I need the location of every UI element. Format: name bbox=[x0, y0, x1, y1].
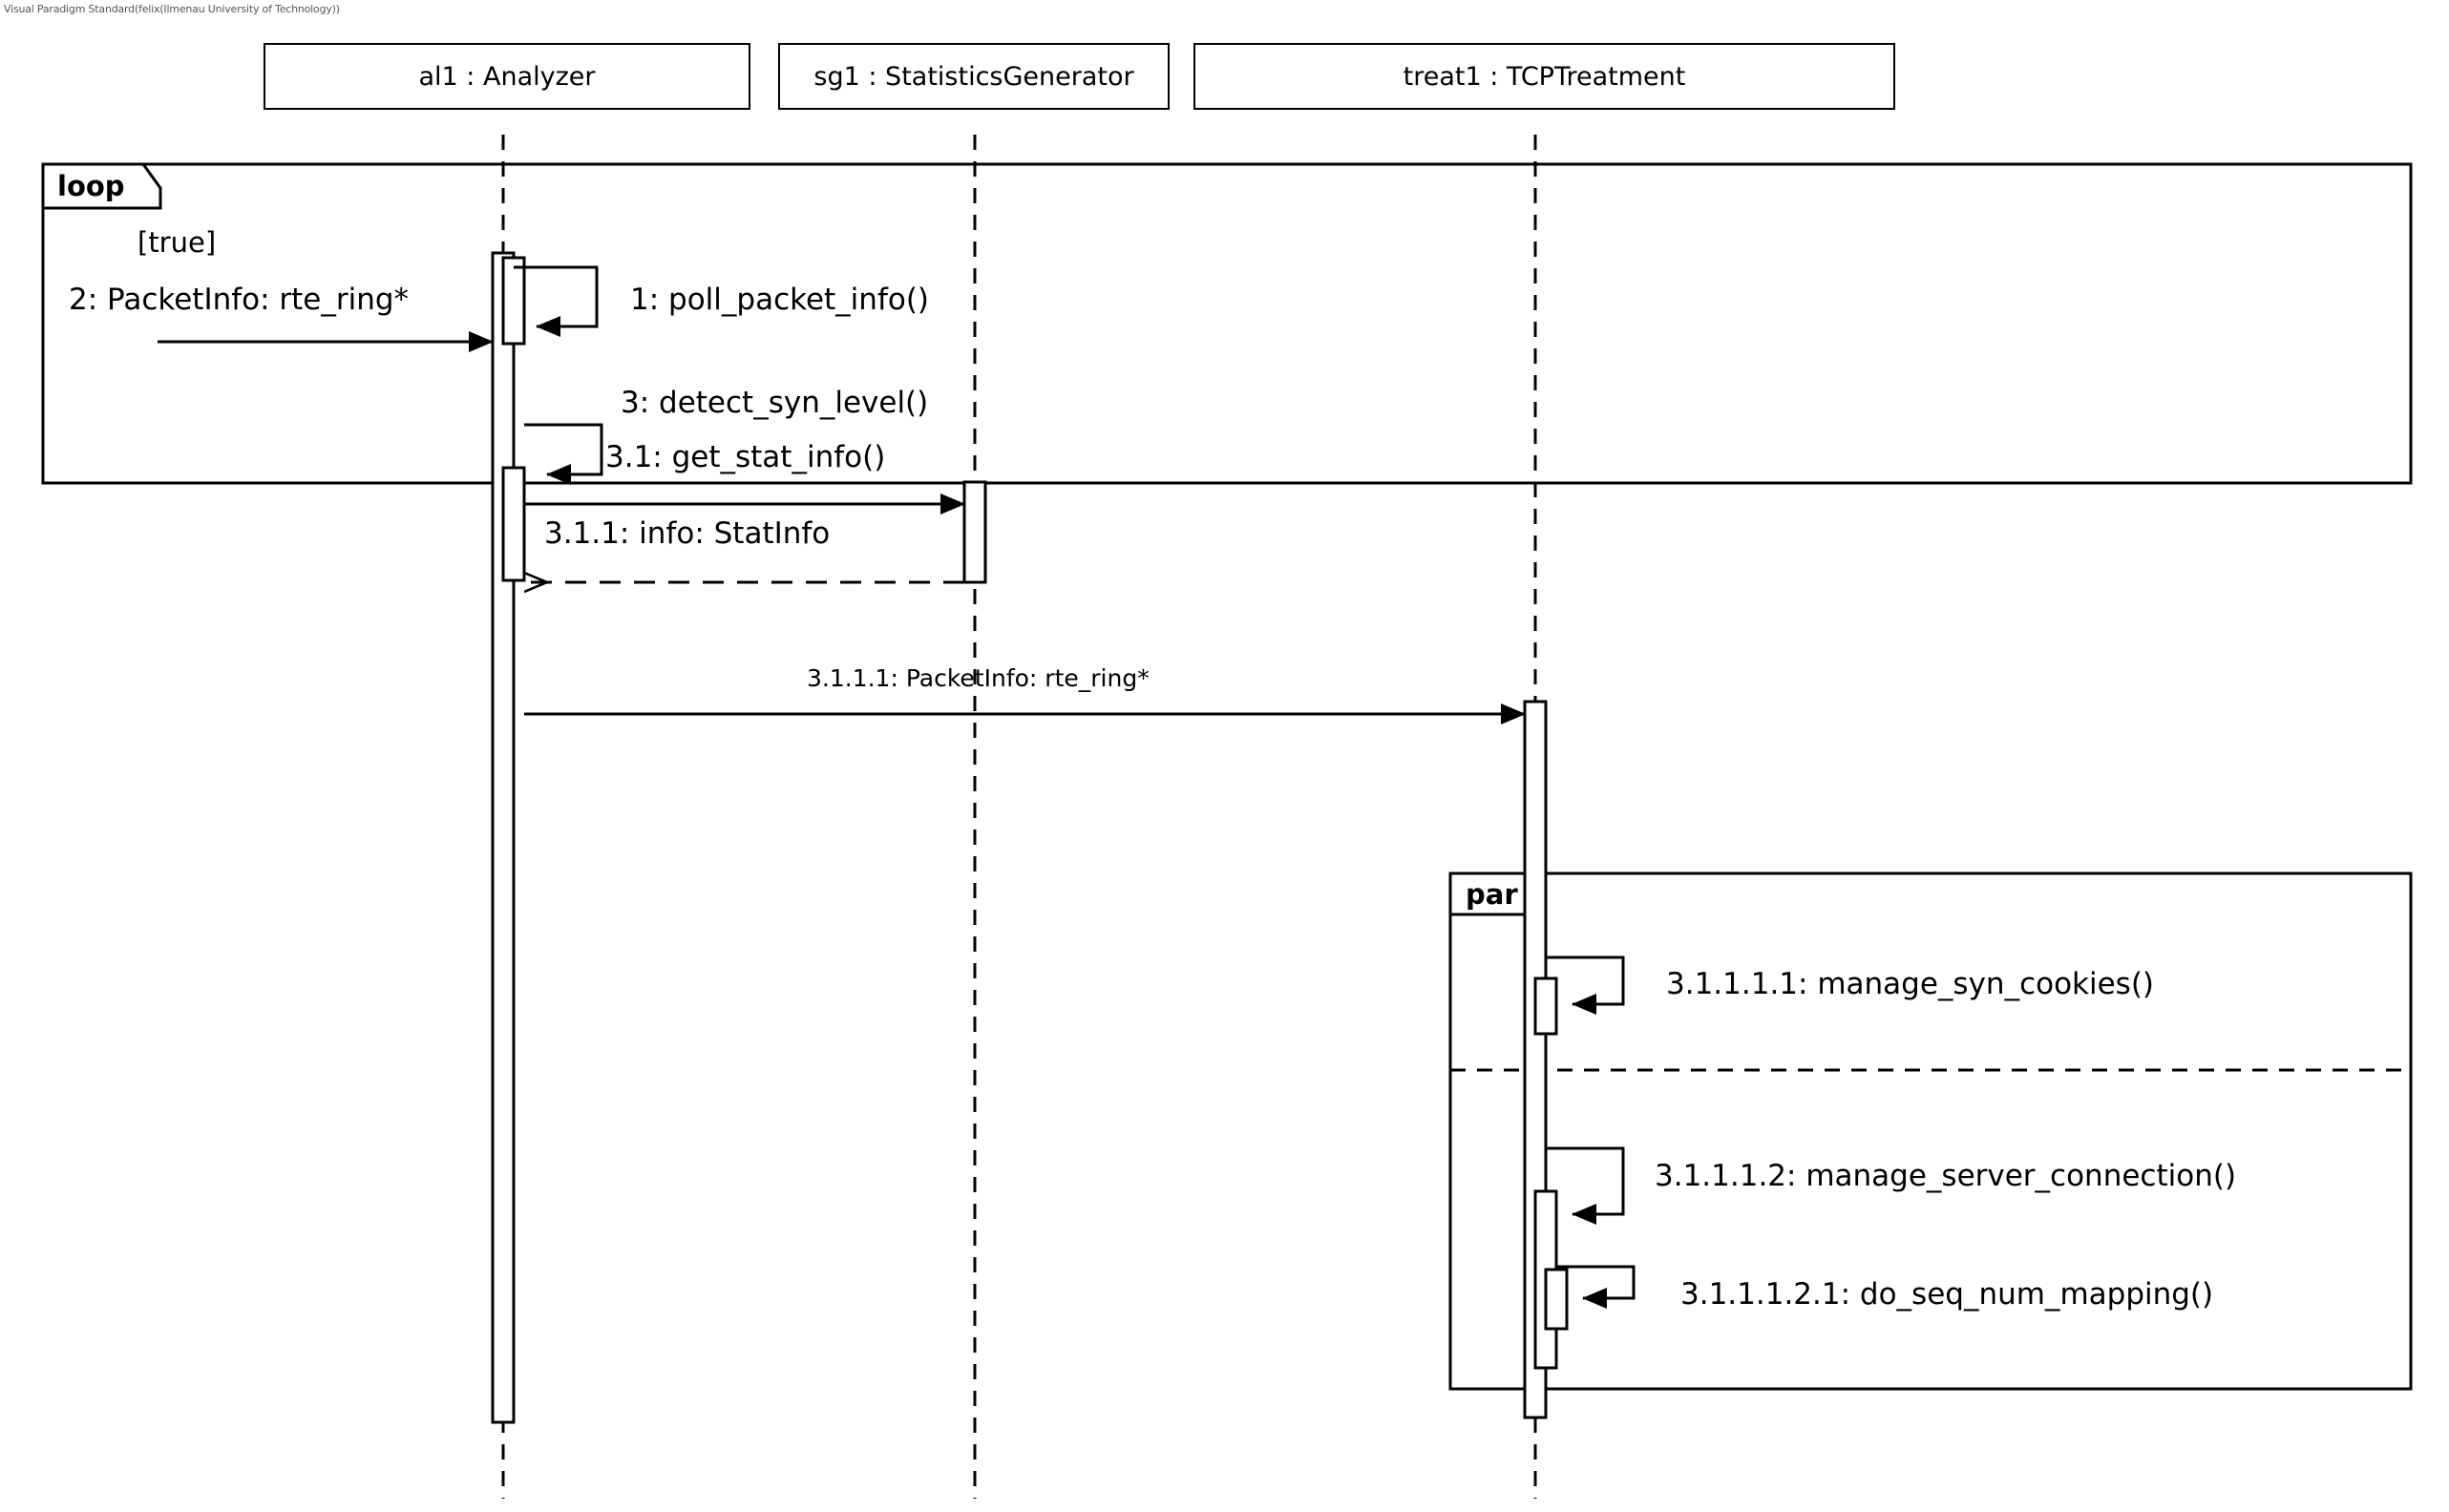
message-arrow-3-1-1-1-2-1-do-seq-num-mapping[interactable] bbox=[1556, 1265, 1636, 1309]
message-label-3-1-1-1-1-manage-syn-cookies: 3.1.1.1.1: manage_syn_cookies() bbox=[1666, 967, 2155, 1001]
message-arrow-3-detect-syn-level[interactable] bbox=[524, 423, 603, 485]
lifeline-dashes bbox=[501, 135, 1537, 1499]
loop-fragment-frame[interactable] bbox=[41, 162, 2413, 485]
loop-fragment-label: loop bbox=[57, 170, 125, 202]
message-arrow-1-poll-packet-info[interactable] bbox=[514, 265, 599, 337]
activation-al1-detect bbox=[501, 466, 526, 582]
lifeline-head-al1[interactable]: al1 : Analyzer bbox=[264, 43, 750, 110]
par-fragment-frame[interactable] bbox=[1448, 872, 2413, 1391]
activation-bars bbox=[491, 251, 1569, 1424]
message-label-3-detect-syn-level: 3: detect_syn_level() bbox=[621, 386, 929, 420]
activation-al1-root bbox=[491, 251, 516, 1424]
lifeline-label-al1: al1 : Analyzer bbox=[418, 61, 596, 92]
message-label-1-poll-packet-info: 1: poll_packet_info() bbox=[630, 283, 930, 317]
message-arrow-3-1-1-1-2-manage-server-connection[interactable] bbox=[1546, 1146, 1625, 1225]
lifeline-label-sg1: sg1 : StatisticsGenerator bbox=[813, 61, 1134, 92]
par-fragment-label: par bbox=[1466, 878, 1518, 911]
loop-fragment-guard: [true] bbox=[137, 226, 217, 259]
activation-sg1-root bbox=[962, 480, 987, 584]
message-label-3-1-1-1-packetinfo-rte-ring: 3.1.1.1: PacketInfo: rte_ring* bbox=[807, 664, 1150, 692]
activation-treat1-syn-cookies bbox=[1533, 976, 1558, 1036]
watermark-text: Visual Paradigm Standard(felix(Ilmenau U… bbox=[4, 3, 340, 15]
message-label-3-1-1-1-2-manage-server-connection: 3.1.1.1.2: manage_server_connection() bbox=[1655, 1159, 2237, 1193]
activation-al1-poll bbox=[501, 256, 526, 346]
lifeline-label-treat1: treat1 : TCPTreatment bbox=[1403, 61, 1686, 92]
message-label-3-1-get-stat-info: 3.1: get_stat_info() bbox=[605, 440, 886, 474]
activation-treat1-seq-map bbox=[1544, 1268, 1569, 1331]
message-label-3-1-1-info-statinfo: 3.1.1: info: StatInfo bbox=[544, 516, 831, 551]
lifeline-head-treat1[interactable]: treat1 : TCPTreatment bbox=[1193, 43, 1895, 110]
message-arrow-3-1-1-1-1-manage-syn-cookies[interactable] bbox=[1546, 956, 1625, 1015]
message-label-2-packetinfo-rte-ring: 2: PacketInfo: rte_ring* bbox=[69, 283, 410, 317]
message-label-3-1-1-1-2-1-do-seq-num-mapping: 3.1.1.1.2.1: do_seq_num_mapping() bbox=[1680, 1277, 2214, 1312]
lifeline-head-sg1[interactable]: sg1 : StatisticsGenerator bbox=[778, 43, 1170, 110]
